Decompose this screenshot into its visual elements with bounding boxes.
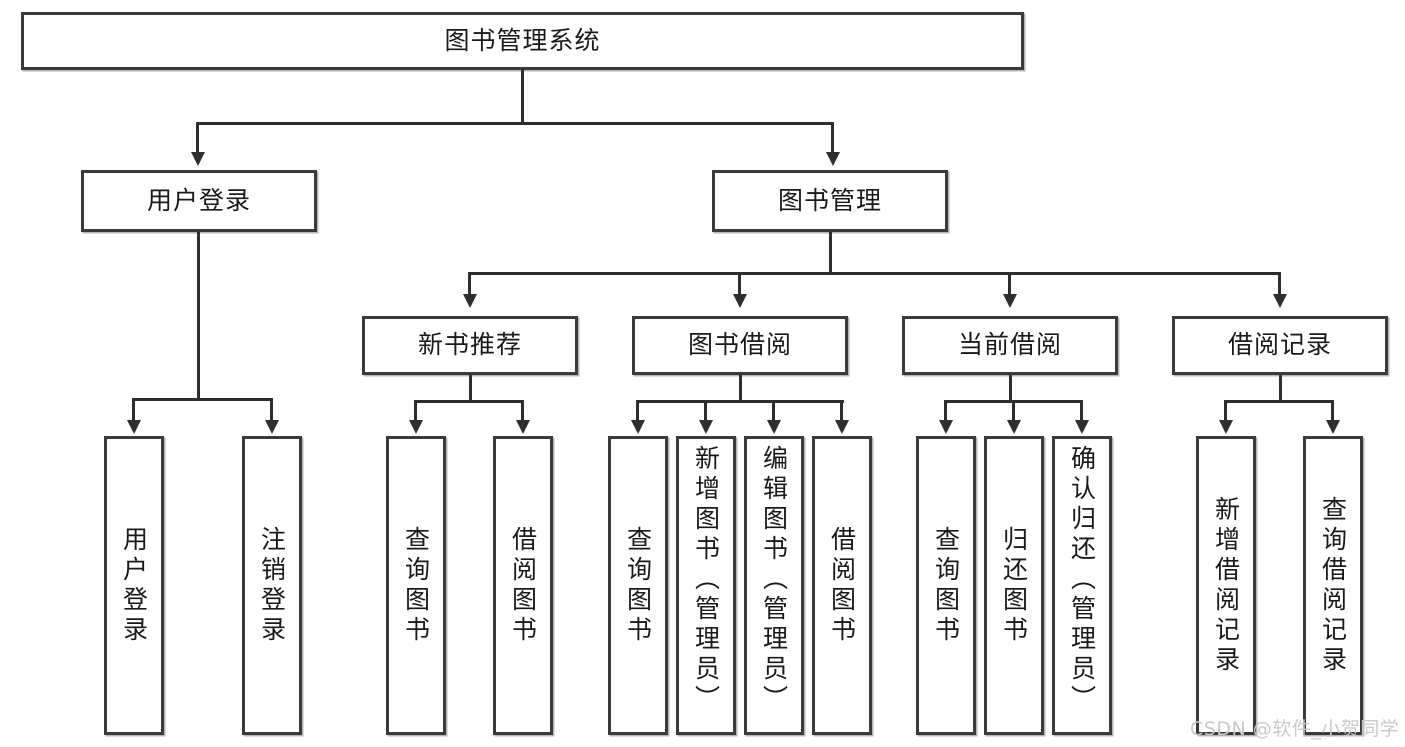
- connector-records-to-leaf-2: [1331, 400, 1334, 422]
- leaf-add-borrow-record[interactable]: 新增借阅记录: [1196, 436, 1256, 735]
- arrow-new-books-to-leaf-1: [409, 420, 423, 434]
- leaf-query-books-borrow[interactable]: 查询图书: [608, 436, 668, 735]
- leaf-add-book-admin[interactable]: 新增图书（管理员）: [676, 436, 736, 735]
- connector-book-mgmt-to-borrow: [738, 272, 741, 296]
- connector-borrow-to-leaf-1: [636, 400, 639, 422]
- connector-root-stem: [521, 70, 524, 122]
- connector-new-books-stem: [469, 375, 472, 402]
- connector-records-bus: [1224, 400, 1334, 403]
- leaf-return-books[interactable]: 归还图书: [984, 436, 1044, 735]
- leaf-query-books-new[interactable]: 查询图书: [386, 436, 446, 735]
- node-label: 图书管理: [777, 185, 882, 215]
- node-label: 查询图书: [931, 525, 961, 646]
- arrow-records-to-leaf-1: [1219, 420, 1233, 434]
- node-root-system[interactable]: 图书管理系统: [21, 12, 1024, 70]
- connector-borrow-stem: [739, 375, 742, 402]
- leaf-user-login[interactable]: 用户登录: [104, 436, 164, 735]
- arrow-borrow-to-leaf-4: [835, 420, 849, 434]
- arrow-current-to-leaf-3: [1075, 420, 1089, 434]
- arrow-records-to-leaf-2: [1326, 420, 1340, 434]
- arrow-root-to-book-mgmt: [826, 152, 840, 166]
- node-label: 新书推荐: [417, 330, 522, 360]
- node-label: 查询图书: [623, 525, 653, 646]
- connector-new-books-to-leaf-2: [521, 400, 524, 422]
- node-book-borrow[interactable]: 图书借阅: [632, 316, 848, 375]
- arrow-borrow-to-leaf-2: [699, 420, 713, 434]
- connector-user-login-to-leaf-1: [132, 398, 135, 422]
- node-label: 新增借阅记录: [1211, 495, 1241, 676]
- node-label: 图书管理系统: [444, 25, 601, 55]
- node-label: 查询图书: [401, 525, 431, 646]
- connector-book-mgmt-bus: [468, 272, 1280, 275]
- arrow-new-books-to-leaf-2: [516, 420, 530, 434]
- leaf-borrow-books-new[interactable]: 借阅图书: [493, 436, 553, 735]
- node-current-borrow[interactable]: 当前借阅: [902, 316, 1118, 375]
- arrow-user-login-to-leaf-2: [265, 420, 279, 434]
- connector-records-to-leaf-1: [1224, 400, 1227, 422]
- arrow-book-mgmt-to-records: [1273, 294, 1287, 308]
- connector-root-bus: [196, 122, 834, 125]
- connector-new-books-to-leaf-1: [414, 400, 417, 422]
- node-label: 当前借阅: [957, 330, 1062, 360]
- leaf-logout[interactable]: 注销登录: [242, 436, 302, 735]
- leaf-borrow-books[interactable]: 借阅图书: [812, 436, 872, 735]
- connector-root-to-book-mgmt: [831, 122, 834, 154]
- node-label: 借阅图书: [508, 525, 538, 646]
- leaf-query-borrow-record[interactable]: 查询借阅记录: [1303, 436, 1363, 735]
- node-label: 借阅图书: [827, 525, 857, 646]
- node-book-management[interactable]: 图书管理: [712, 170, 948, 232]
- leaf-edit-book-admin[interactable]: 编辑图书（管理员）: [744, 436, 804, 735]
- arrow-book-mgmt-to-current: [1003, 294, 1017, 308]
- node-label: 确认归还（管理员）: [1067, 445, 1097, 715]
- node-label: 新增图书（管理员）: [691, 445, 721, 715]
- arrow-borrow-to-leaf-3: [767, 420, 781, 434]
- connector-book-mgmt-stem: [829, 232, 832, 274]
- arrow-book-mgmt-to-borrow: [733, 294, 747, 308]
- connector-root-to-user-login: [196, 122, 199, 154]
- connector-current-to-leaf-2: [1012, 400, 1015, 422]
- node-borrow-records[interactable]: 借阅记录: [1172, 316, 1388, 375]
- connector-borrow-to-leaf-4: [840, 400, 843, 422]
- connector-current-stem: [1009, 375, 1012, 402]
- connector-new-books-bus: [414, 400, 524, 403]
- arrow-borrow-to-leaf-1: [631, 420, 645, 434]
- connector-current-to-leaf-3: [1080, 400, 1083, 422]
- node-label: 借阅记录: [1227, 330, 1332, 360]
- connector-current-to-leaf-1: [944, 400, 947, 422]
- node-label: 用户登录: [146, 185, 251, 215]
- node-label: 编辑图书（管理员）: [759, 445, 789, 715]
- node-new-book-recommend[interactable]: 新书推荐: [362, 316, 578, 375]
- connector-user-login-to-leaf-2: [270, 398, 273, 422]
- connector-book-mgmt-to-current: [1008, 272, 1011, 296]
- connector-borrow-bus: [636, 400, 844, 403]
- connector-records-stem: [1279, 375, 1282, 402]
- connector-borrow-to-leaf-2: [704, 400, 707, 422]
- arrow-root-to-user-login: [191, 152, 205, 166]
- connector-user-login-bus: [132, 398, 270, 401]
- node-user-login[interactable]: 用户登录: [81, 170, 317, 232]
- arrow-current-to-leaf-2: [1007, 420, 1021, 434]
- arrow-user-login-to-leaf-1: [127, 420, 141, 434]
- connector-user-login-stem: [197, 232, 200, 400]
- node-label: 归还图书: [999, 525, 1029, 646]
- connector-borrow-to-leaf-3: [772, 400, 775, 422]
- arrow-book-mgmt-to-new-books: [463, 294, 477, 308]
- node-label: 用户登录: [119, 525, 149, 646]
- node-label: 查询借阅记录: [1318, 495, 1348, 676]
- connector-book-mgmt-to-new-books: [468, 272, 471, 296]
- leaf-confirm-return-admin[interactable]: 确认归还（管理员）: [1052, 436, 1112, 735]
- csdn-watermark: CSDN @软件_小贺同学: [1190, 718, 1400, 740]
- leaf-query-books-current[interactable]: 查询图书: [916, 436, 976, 735]
- node-label: 图书借阅: [687, 330, 792, 360]
- arrow-current-to-leaf-1: [939, 420, 953, 434]
- connector-book-mgmt-to-records: [1278, 272, 1281, 296]
- node-label: 注销登录: [257, 525, 287, 646]
